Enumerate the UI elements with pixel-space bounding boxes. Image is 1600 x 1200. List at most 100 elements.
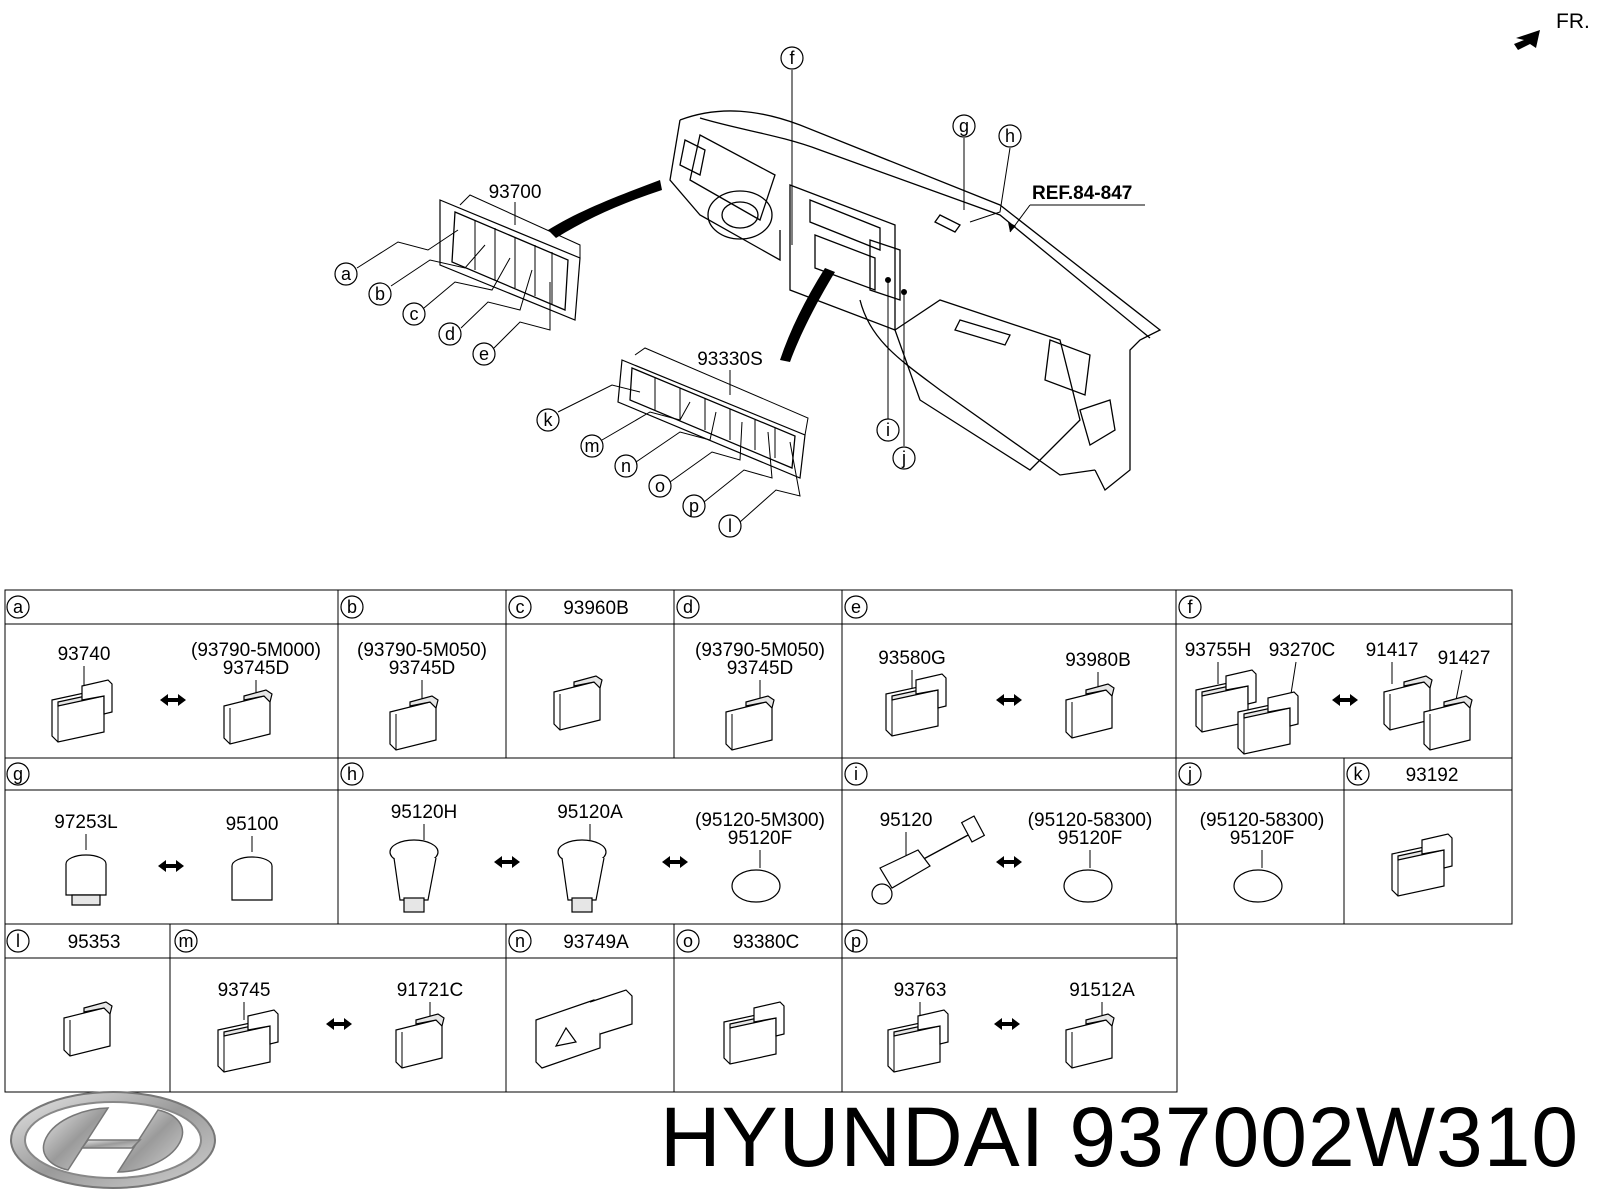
part-93580G: 93580G [878, 648, 946, 669]
part-95120-58300-i: (95120-58300) [1028, 810, 1153, 831]
reference-label: REF.84-847 [1032, 183, 1132, 204]
svg-text:i: i [886, 420, 890, 440]
cell-header-n: n 93749A [508, 929, 629, 953]
part-93790-5M000: (93790-5M000) [191, 640, 321, 661]
svg-text:g: g [13, 764, 23, 784]
callout-j: j [892, 446, 916, 470]
callout-m: m [580, 434, 604, 458]
part-93790-5M050-d: (93790-5M050) [695, 640, 825, 661]
callout-e: e [472, 342, 496, 366]
dashboard-illustration [548, 110, 1162, 492]
cell-header-i: i [844, 762, 868, 786]
callout-c: c [402, 302, 426, 326]
svg-text:o: o [683, 931, 693, 951]
svg-text:l: l [16, 931, 20, 951]
part-95120F-h: 95120F [728, 828, 792, 849]
front-direction-indicator: FR. [1514, 10, 1590, 50]
callouts-center-cluster: k m n o p l [536, 384, 801, 538]
cell-f-content: 93755H 93270C 91417 91427 [1185, 640, 1491, 755]
part-91427: 91427 [1438, 648, 1491, 669]
svg-text:k: k [1354, 764, 1364, 784]
svg-text:d: d [445, 324, 455, 344]
callout-d: d [438, 322, 462, 346]
svg-text:a: a [341, 264, 352, 284]
cell-n-content [535, 989, 633, 1069]
cell-a-content: 93740 (93790-5M000) 93745D [51, 640, 321, 745]
svg-text:m: m [585, 436, 600, 456]
assembly-label-93700: 93700 [489, 182, 542, 203]
svg-text:c: c [410, 304, 419, 324]
cell-d-content: (93790-5M050) 93745D [695, 640, 825, 751]
svg-text:m: m [179, 931, 194, 951]
callout-a: a [334, 262, 358, 286]
part-93745D-d: 93745D [727, 658, 794, 679]
svg-text:l: l [728, 516, 732, 536]
cell-c-title: 93960B [563, 598, 629, 619]
cell-header-a: a [6, 595, 30, 619]
svg-text:i: i [854, 764, 858, 784]
table-headers: a b c 93960B d e f g h i j k 93192 l 953… [6, 595, 1459, 953]
callout-k: k [536, 408, 560, 432]
switch-panel-93330S: 93330S [617, 347, 809, 479]
cell-l-content [63, 1001, 113, 1057]
cell-header-p: p [844, 929, 868, 953]
front-label: FR. [1556, 10, 1590, 33]
svg-text:b: b [347, 597, 357, 617]
cell-c-content [553, 675, 603, 731]
switch-panel-93700: 93700 [439, 182, 581, 321]
part-93270C: 93270C [1269, 640, 1336, 661]
callout-f: f [780, 46, 804, 70]
assembly-label-93330S: 93330S [697, 349, 763, 370]
parts-table [4, 589, 1513, 1093]
svg-text:c: c [516, 597, 525, 617]
cell-p-content: 93763 91512A [887, 980, 1135, 1073]
svg-text:h: h [347, 764, 357, 784]
callout-p: p [682, 494, 706, 518]
cell-k-content [1391, 833, 1453, 897]
cell-header-j: j [1178, 762, 1202, 786]
svg-text:o: o [655, 476, 665, 496]
svg-text:b: b [375, 284, 385, 304]
cell-o-content [723, 1001, 785, 1065]
cell-i-content: 95120 (95120-58300) 95120F [871, 810, 1153, 905]
cell-m-content: 93745 91721C [217, 980, 463, 1073]
svg-text:k: k [544, 410, 554, 430]
cell-header-c: c 93960B [508, 595, 629, 619]
callouts-dash: f g h i j [780, 46, 1022, 470]
callout-g: g [952, 114, 976, 138]
cell-header-d: d [676, 595, 700, 619]
part-91512A: 91512A [1069, 980, 1135, 1001]
part-95120F-i: 95120F [1058, 828, 1122, 849]
cell-header-l: l 95353 [6, 929, 121, 953]
cell-o-title: 93380C [733, 932, 800, 953]
part-97253L: 97253L [54, 812, 117, 833]
cell-header-h: h [340, 762, 364, 786]
cell-header-o: o 93380C [676, 929, 800, 953]
part-93745: 93745 [218, 980, 271, 1001]
part-95120F-j: 95120F [1230, 828, 1294, 849]
svg-text:j: j [901, 448, 906, 468]
cell-l-title: 95353 [68, 932, 121, 953]
cell-k-title: 93192 [1406, 765, 1459, 786]
svg-text:e: e [851, 597, 861, 617]
part-93755H: 93755H [1185, 640, 1252, 661]
part-95120-5M300: (95120-5M300) [695, 810, 825, 831]
svg-text:a: a [13, 597, 24, 617]
part-93745D-a: 93745D [223, 658, 290, 679]
part-93790-5M050-b: (93790-5M050) [357, 640, 487, 661]
cell-h-content: 95120H 95120A (95120-5M300) 95120F [389, 802, 825, 913]
cell-n-title: 93749A [563, 932, 629, 953]
cell-b-content: (93790-5M050) 93745D [357, 640, 487, 751]
callout-i: i [876, 418, 900, 442]
part-93740: 93740 [58, 644, 111, 665]
cell-j-content: (95120-58300) 95120F [1200, 810, 1324, 903]
callout-n: n [614, 454, 638, 478]
cell-header-k: k 93192 [1346, 762, 1459, 786]
svg-text:n: n [621, 456, 631, 476]
part-95100: 95100 [226, 814, 279, 835]
cell-header-f: f [1178, 595, 1202, 619]
svg-text:n: n [515, 931, 525, 951]
footer-title: HYUNDAI 937002W310 [660, 1082, 1579, 1192]
cell-header-g: g [6, 762, 30, 786]
